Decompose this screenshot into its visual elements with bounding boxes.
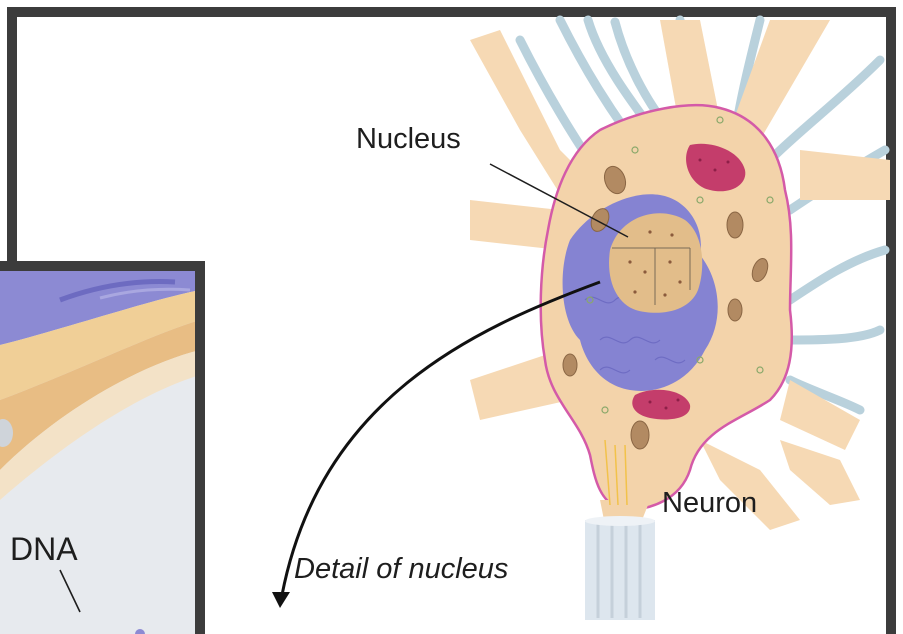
nucleus-label: Nucleus bbox=[356, 123, 461, 155]
neuron-label: Neuron bbox=[662, 487, 757, 519]
inset-panel bbox=[0, 266, 200, 634]
detail-label: Detail of nucleus bbox=[294, 553, 508, 585]
detail-arrowhead bbox=[272, 592, 290, 608]
dna-label: DNA bbox=[10, 531, 78, 567]
nucleus bbox=[609, 213, 702, 313]
axon bbox=[585, 516, 655, 620]
